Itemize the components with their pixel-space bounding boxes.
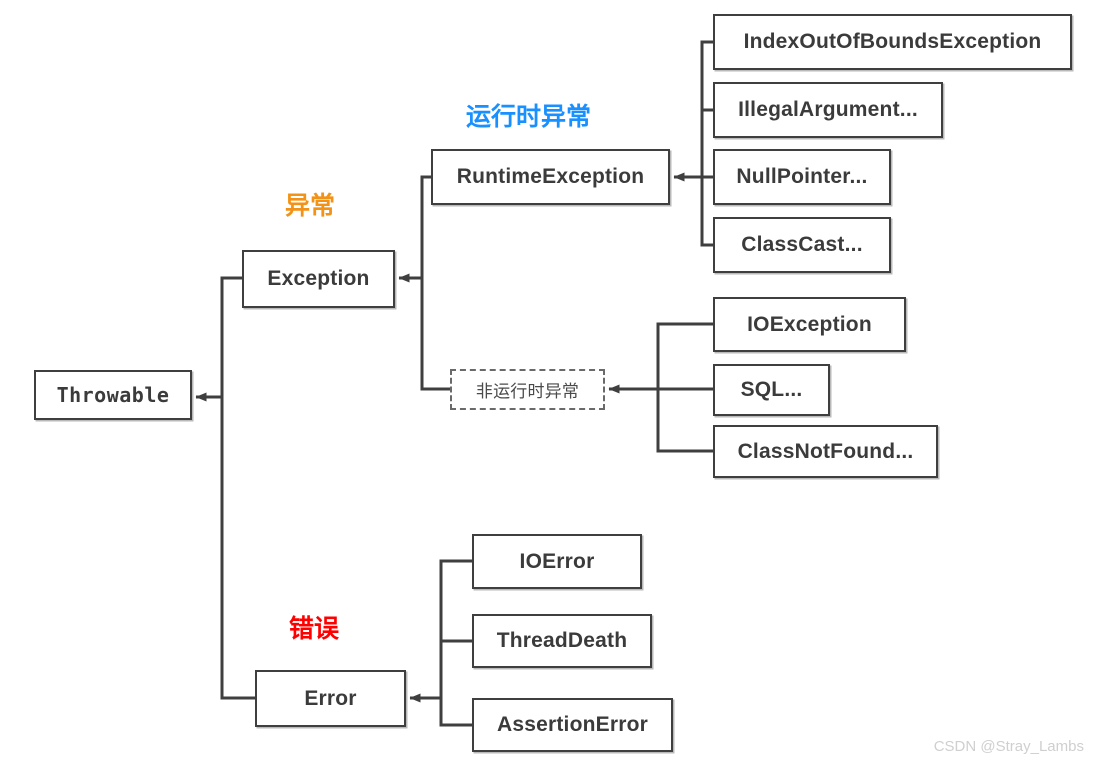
group-label-runtime-exception: 运行时异常 (466, 103, 592, 131)
node-io-error[interactable]: IOError (472, 534, 642, 589)
node-runtime-exception-label: RuntimeException (456, 165, 645, 188)
node-runtime-exception[interactable]: RuntimeException (431, 149, 670, 205)
edge-non-runtime-exception-children (608, 322, 713, 453)
node-exception-label: Exception (267, 267, 370, 290)
edge-throwable-children (195, 276, 255, 700)
node-class-not-found-exception-label: ClassNotFound... (737, 439, 914, 463)
edge-exception-children (398, 175, 450, 391)
node-io-exception-label: IOException (747, 312, 872, 336)
node-null-pointer-exception-label: NullPointer... (736, 165, 868, 188)
node-throwable[interactable]: Throwable (34, 370, 192, 420)
node-error[interactable]: Error (255, 670, 406, 727)
node-assertion-error[interactable]: AssertionError (472, 698, 673, 752)
group-label-exception: 异常 (285, 192, 336, 220)
node-non-runtime-exception[interactable]: 非运行时异常 (450, 369, 605, 410)
node-sql-exception[interactable]: SQL... (713, 364, 830, 416)
node-io-exception[interactable]: IOException (713, 297, 906, 352)
node-non-runtime-exception-label: 非运行时异常 (475, 382, 580, 401)
node-io-error-label: IOError (519, 549, 595, 573)
node-index-out-of-bounds-exception[interactable]: IndexOutOfBoundsException (713, 14, 1072, 70)
node-illegal-argument-exception[interactable]: IllegalArgument... (713, 82, 943, 138)
node-assertion-error-label: AssertionError (496, 713, 648, 736)
group-label-error: 错误 (289, 615, 340, 643)
node-index-out-of-bounds-exception-label: IndexOutOfBoundsException (743, 30, 1042, 53)
node-exception[interactable]: Exception (242, 250, 395, 308)
node-throwable-label: Throwable (56, 383, 170, 407)
node-illegal-argument-exception-label: IllegalArgument... (738, 98, 918, 121)
node-error-label: Error (304, 686, 357, 710)
edge-error-children (409, 559, 472, 727)
node-class-not-found-exception[interactable]: ClassNotFound... (713, 425, 938, 478)
edge-runtime-exception-children (673, 40, 713, 247)
node-null-pointer-exception[interactable]: NullPointer... (713, 149, 891, 205)
node-thread-death-label: ThreadDeath (496, 629, 628, 652)
node-class-cast-exception-label: ClassCast... (741, 233, 863, 256)
node-thread-death[interactable]: ThreadDeath (472, 614, 652, 668)
node-class-cast-exception[interactable]: ClassCast... (713, 217, 891, 273)
watermark: CSDN @Stray_Lambs (933, 738, 1084, 755)
node-sql-exception-label: SQL... (740, 378, 803, 401)
